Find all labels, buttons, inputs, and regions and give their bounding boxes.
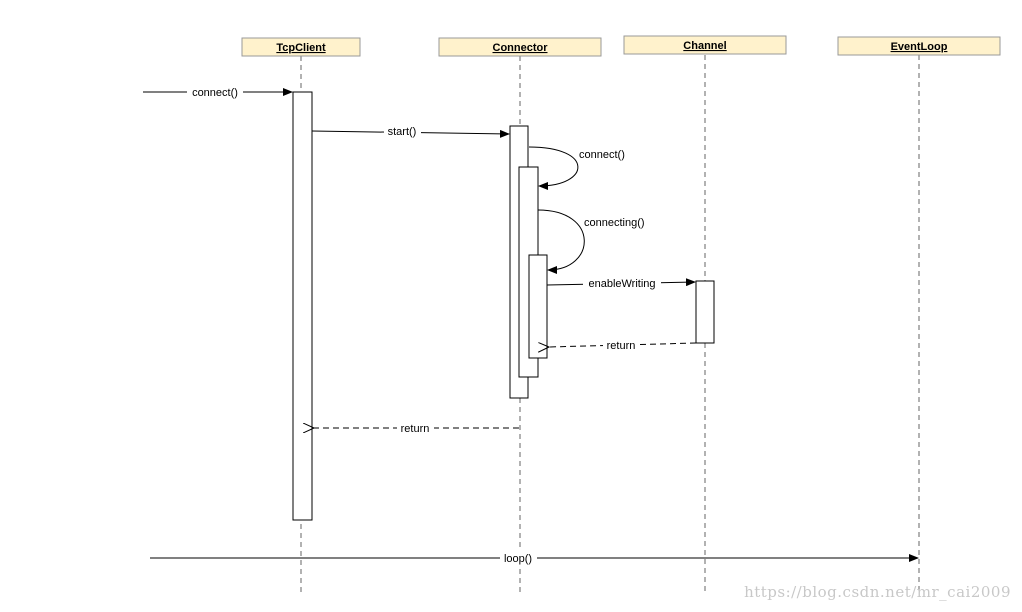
participant-connector-label: Connector	[493, 42, 549, 54]
message-start[interactable]: start()	[311, 125, 510, 139]
message-return-channel[interactable]: return	[549, 338, 697, 352]
message-enable-writing[interactable]: enableWriting	[546, 276, 696, 290]
participant-channel[interactable]: Channel	[623, 35, 787, 55]
channel-activation[interactable]	[695, 280, 715, 344]
participant-connector[interactable]: Connector	[438, 37, 602, 57]
message-return-channel-label: return	[607, 340, 636, 352]
participant-eventloop[interactable]: EventLoop	[837, 36, 1001, 56]
message-connect-self-label: connect()	[579, 149, 625, 161]
message-loop[interactable]: loop()	[150, 551, 919, 565]
message-start-label: start()	[388, 126, 417, 138]
connector-activation-inner[interactable]	[528, 254, 548, 359]
message-loop-label: loop()	[504, 553, 532, 565]
message-connecting-label: connecting()	[584, 217, 645, 229]
message-connect-in-label: connect()	[192, 87, 238, 99]
participant-channel-label: Channel	[683, 40, 726, 52]
tcpclient-activation[interactable]	[292, 91, 313, 521]
message-return-connector-label: return	[401, 423, 430, 435]
participant-tcpclient[interactable]: TcpClient	[241, 37, 361, 57]
message-return-connector[interactable]: return	[314, 421, 519, 435]
message-enable-writing-label: enableWriting	[588, 278, 655, 290]
participant-tcpclient-label: TcpClient	[276, 42, 326, 54]
message-connect-self[interactable]: connect()	[528, 146, 625, 190]
message-connect-in[interactable]: connect()	[143, 85, 293, 99]
participant-eventloop-label: EventLoop	[891, 41, 948, 53]
message-connecting[interactable]: connecting()	[537, 209, 645, 274]
watermark-text: https://blog.csdn.net/mr_cai2009	[744, 583, 1011, 601]
